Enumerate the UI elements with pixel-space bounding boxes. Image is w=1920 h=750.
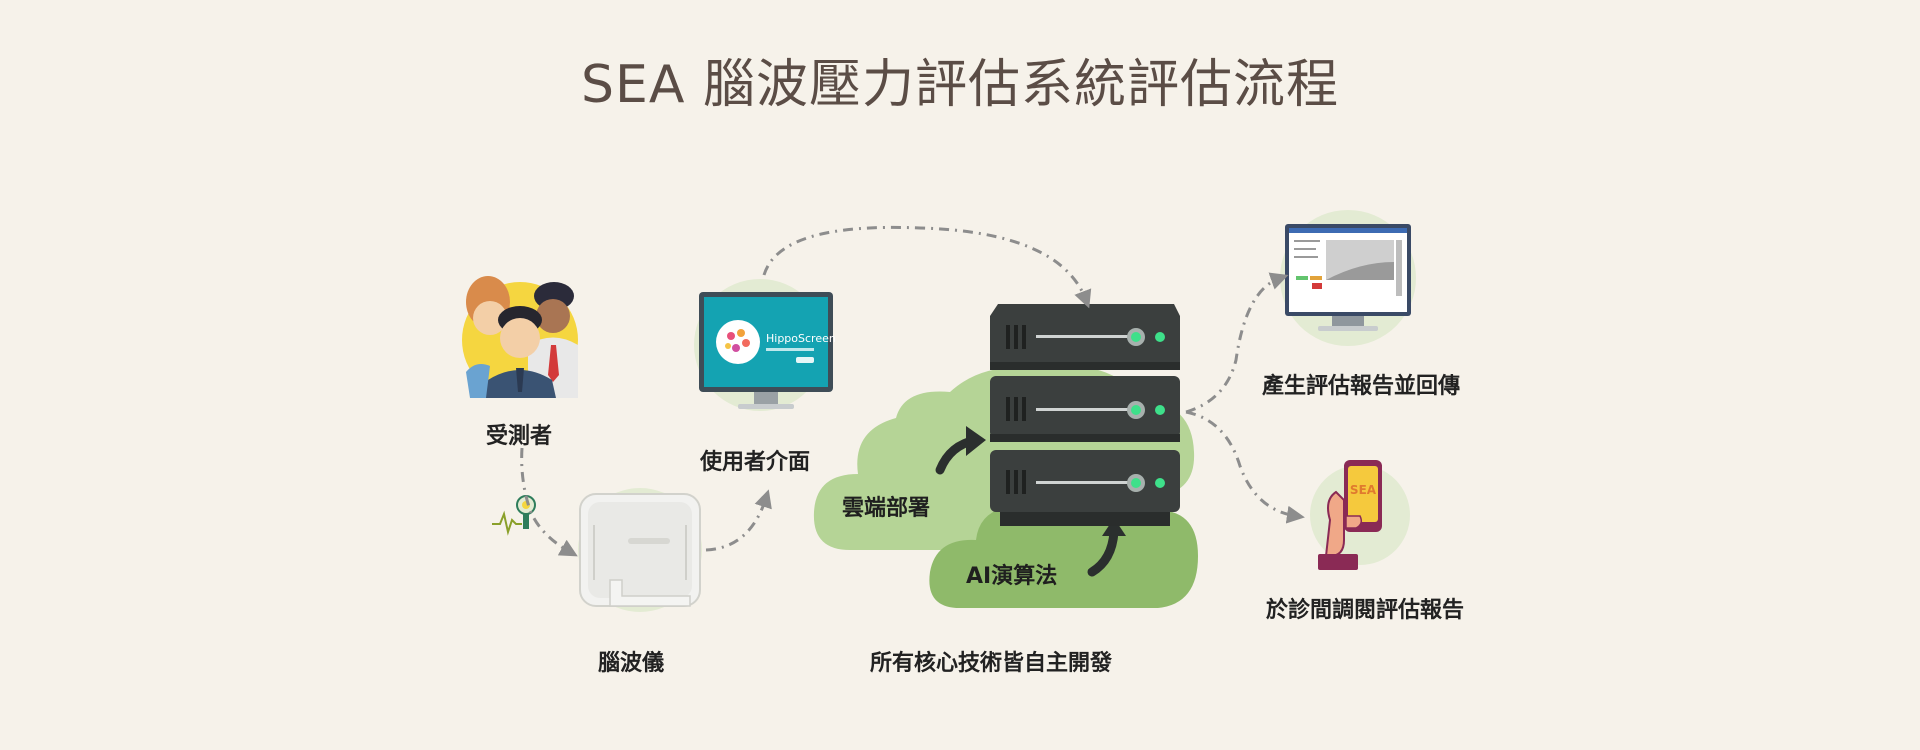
flow-arrow-interface-to-server (762, 225, 1092, 309)
page-title: SEA 腦波壓力評估系統評估流程 (581, 55, 1339, 115)
self-developed-note: 所有核心技術皆自主開發 (870, 651, 1113, 676)
server-unit (990, 376, 1180, 442)
flow-arrow-device-to-interface (705, 489, 772, 552)
subject-people-icon (462, 276, 578, 398)
server-unit (990, 450, 1180, 526)
flow-arrow-server-to-clinic (1185, 410, 1305, 524)
subject-label: 受測者 (486, 424, 553, 449)
eeg-device-icon (578, 488, 702, 612)
phone-in-hand-icon: SEA (1310, 460, 1410, 570)
flow-arrow-server-to-report (1185, 272, 1289, 414)
clinic-review-label: 於診間調閱評估報告 (1266, 598, 1465, 623)
app-name-text: HippoScreen (766, 332, 836, 345)
eeg-device-label: 腦波儀 (598, 651, 665, 676)
report-monitor-icon (1280, 210, 1416, 346)
cloud-deploy-label: 雲端部署 (842, 496, 931, 521)
server-stack-icon (990, 304, 1180, 526)
flow-arrow-subject-to-device (520, 447, 578, 557)
server-unit (990, 304, 1180, 370)
deploy-arrow-icon (966, 426, 986, 456)
ai-algorithm-label: AI演算法 (966, 564, 1058, 589)
report-generate-label: 產生評估報告並回傳 (1262, 374, 1461, 399)
phone-screen-text: SEA (1350, 483, 1377, 497)
algorithm-arrow-icon (1102, 518, 1126, 536)
user-interface-label: 使用者介面 (700, 450, 811, 475)
user-interface-monitor-icon: HippoScreen (694, 279, 836, 411)
